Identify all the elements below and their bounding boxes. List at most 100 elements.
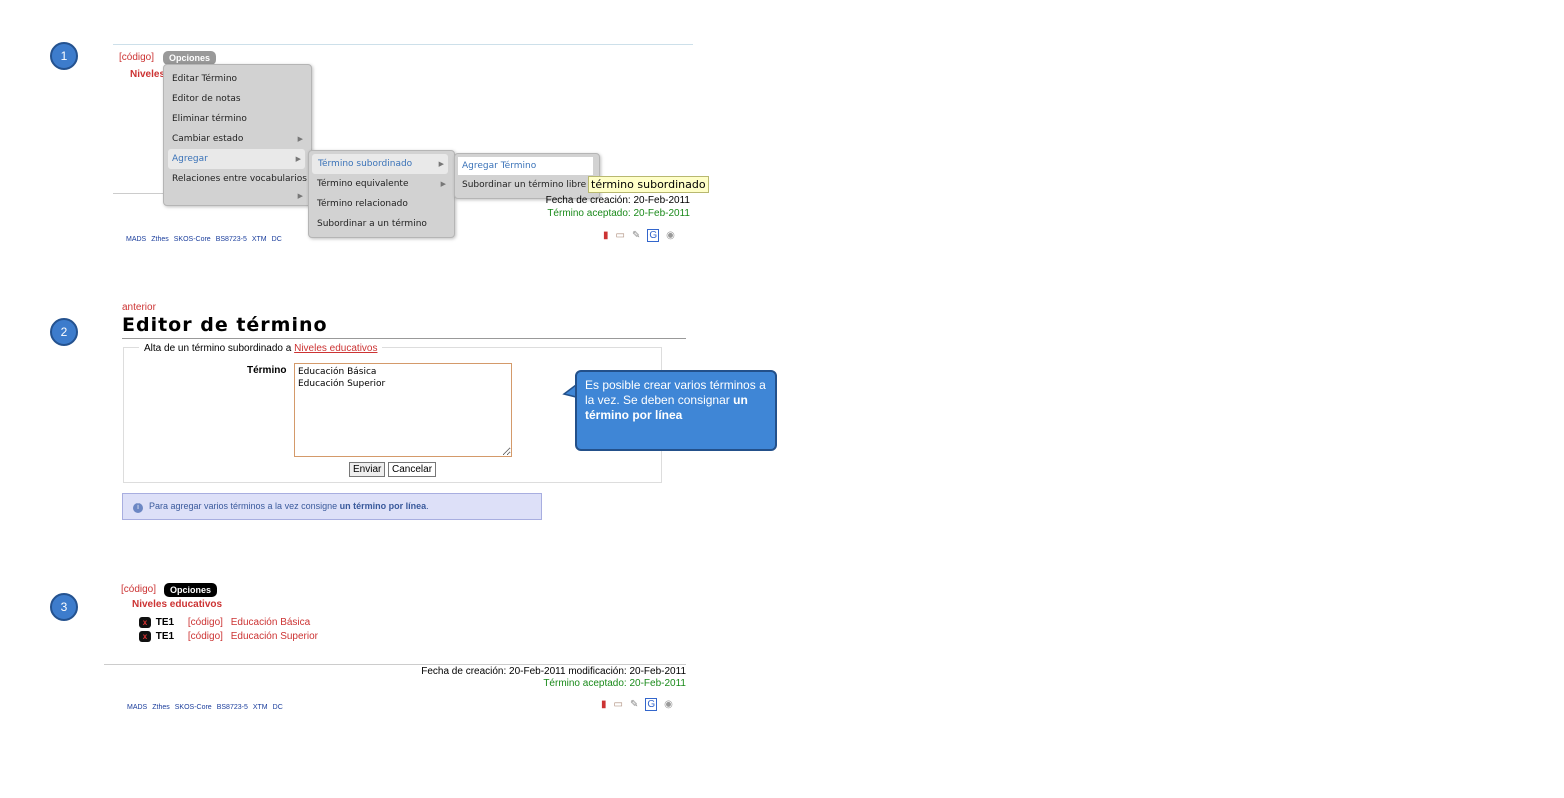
step-3-marker: 3 — [50, 593, 78, 621]
menu-label: Subordinar a un término — [317, 219, 427, 229]
term-field-label: Término — [247, 365, 287, 376]
menu-item-add[interactable]: Agregar▶ — [168, 149, 305, 169]
tooltip: término subordinado — [588, 176, 709, 193]
legend-text: Alta de un término subordinado a — [144, 343, 292, 354]
submenu-item-equivalent[interactable]: Término equivalente ▶ — [309, 174, 454, 194]
pen-icon[interactable]: ✎ — [631, 230, 641, 241]
options-menu: Editar Término Editor de notas Eliminar … — [163, 64, 312, 206]
content-divider — [113, 193, 163, 194]
dc-link[interactable]: DC — [271, 236, 282, 243]
skos-link[interactable]: SKOS-Core — [174, 704, 212, 711]
term-link[interactable]: Educación Superior — [230, 631, 318, 642]
menu-item-more[interactable]: ▶ — [164, 189, 311, 203]
submenu-item-subordinate[interactable]: Término subordinado▶ — [312, 154, 448, 174]
submenu-item-add-term[interactable]: Agregar Término — [458, 157, 593, 175]
title-divider — [122, 338, 686, 339]
card-icon[interactable]: ▭ — [613, 699, 623, 710]
code-link[interactable]: [código] — [121, 584, 157, 595]
callout-text: Es posible crear varios términos a la ve… — [585, 378, 766, 407]
term-link[interactable]: Educación Básica — [230, 617, 311, 628]
mads-link[interactable]: MADS — [127, 704, 148, 711]
info-message: i Para agregar varios términos a la vez c… — [122, 493, 542, 520]
delete-icon[interactable]: x — [139, 631, 151, 642]
submenu-item-subordinate-to[interactable]: Subordinar a un término — [309, 214, 454, 234]
term-title: Niveles educativos — [132, 599, 223, 610]
xtm-link[interactable]: XTM — [252, 704, 268, 711]
menu-item-notes-editor[interactable]: Editor de notas — [164, 89, 311, 109]
google-icon[interactable]: G — [647, 229, 660, 242]
chevron-right-icon: ▶ — [297, 192, 303, 200]
accepted-date: Término aceptado: 20-Feb-2011 — [547, 208, 690, 219]
term-textarea[interactable]: Educación Básica Educación Superior — [294, 363, 512, 457]
zthes-link[interactable]: Zthes — [151, 236, 169, 243]
callout-bold: un término por línea — [585, 393, 748, 422]
list-item: x TE1 [código] Educación Básica — [139, 616, 318, 630]
options-button[interactable]: Opciones — [164, 583, 218, 597]
globe-icon[interactable]: ◉ — [666, 230, 675, 241]
dc-link[interactable]: DC — [272, 704, 283, 711]
submenu-item-subordinate-free[interactable]: Subordinar un término libre — [455, 175, 599, 195]
hint-callout: Es posible crear varios términos a la ve… — [575, 370, 777, 451]
creation-date: Fecha de creación: 20-Feb-2011 — [545, 195, 690, 206]
submit-button[interactable]: Enviar — [349, 462, 386, 477]
delete-icon[interactable]: x — [139, 617, 151, 628]
bar-chart-icon[interactable]: ▮ — [601, 699, 607, 710]
dates-line: Fecha de creación: 20-Feb-2011 modificac… — [421, 666, 686, 677]
menu-item-delete-term[interactable]: Eliminar término — [164, 109, 311, 129]
accepted-date: Término aceptado: 20-Feb-2011 — [543, 678, 686, 689]
pen-icon[interactable]: ✎ — [629, 699, 639, 710]
add-submenu: Término subordinado▶ Término equivalente… — [308, 150, 455, 238]
menu-label: Editor de notas — [172, 94, 241, 104]
parent-term-link[interactable]: Niveles educativos — [294, 343, 378, 354]
step-1-marker: 1 — [50, 42, 78, 70]
card-icon[interactable]: ▭ — [615, 230, 625, 241]
export-icons: ▮ ▭ ✎ G ◉ — [596, 229, 675, 242]
bar-chart-icon[interactable]: ▮ — [603, 230, 609, 241]
menu-label: Eliminar término — [172, 114, 247, 124]
info-text: Para agregar varios términos a la vez co… — [149, 501, 338, 511]
menu-label: Relaciones entre vocabularios — [172, 174, 307, 184]
menu-label: Término subordinado — [318, 159, 413, 169]
bs8723-link[interactable]: BS8723-5 — [215, 236, 247, 243]
zthes-link[interactable]: Zthes — [152, 704, 170, 711]
skos-link[interactable]: SKOS-Core — [173, 236, 211, 243]
page-title: Editor de término — [122, 314, 328, 336]
menu-label: Subordinar un término libre — [462, 180, 587, 190]
relation-label: TE1 — [155, 631, 175, 642]
bs8723-link[interactable]: BS8723-5 — [216, 704, 248, 711]
export-icons: ▮ ▭ ✎ G ◉ — [594, 698, 673, 711]
format-links: MADS Zthes SKOS-Core BS8723-5 XTM DC — [126, 232, 287, 244]
chevron-right-icon: ▶ — [440, 180, 446, 188]
format-links: MADS Zthes SKOS-Core BS8723-5 XTM DC — [127, 700, 288, 712]
menu-item-vocab-relations[interactable]: Relaciones entre vocabularios — [164, 169, 311, 189]
content-divider — [104, 664, 686, 665]
info-icon: i — [133, 503, 143, 513]
options-button[interactable]: Opciones — [163, 51, 217, 65]
code-link[interactable]: [código] — [187, 617, 223, 628]
info-suffix: . — [426, 501, 429, 511]
menu-item-change-state[interactable]: Cambiar estado ▶ — [164, 129, 311, 149]
xtm-link[interactable]: XTM — [251, 236, 267, 243]
google-icon[interactable]: G — [645, 698, 658, 711]
term-title: Niveles — [130, 69, 166, 80]
chevron-right-icon: ▶ — [297, 135, 303, 143]
globe-icon[interactable]: ◉ — [664, 699, 673, 710]
cancel-button[interactable]: Cancelar — [388, 462, 437, 477]
code-link[interactable]: [código] — [119, 52, 155, 63]
submenu-item-related[interactable]: Término relacionado — [309, 194, 454, 214]
subordinate-submenu: Agregar Término Subordinar un término li… — [454, 153, 600, 199]
menu-label: Término relacionado — [317, 199, 408, 209]
mads-link[interactable]: MADS — [126, 236, 147, 243]
relation-label: TE1 — [155, 617, 175, 628]
list-item: x TE1 [código] Educación Superior — [139, 630, 318, 644]
back-link[interactable]: anterior — [122, 302, 156, 313]
code-link[interactable]: [código] — [187, 631, 223, 642]
menu-label: Cambiar estado — [172, 134, 244, 144]
menu-item-edit-term[interactable]: Editar Término — [164, 69, 311, 89]
info-bold: un término por línea — [339, 501, 427, 511]
menu-label: Término equivalente — [317, 179, 409, 189]
step-2-marker: 2 — [50, 318, 78, 346]
menu-label: Editar Término — [172, 74, 238, 84]
chevron-right-icon: ▶ — [295, 155, 301, 163]
menu-label: Agregar Término — [462, 161, 537, 171]
